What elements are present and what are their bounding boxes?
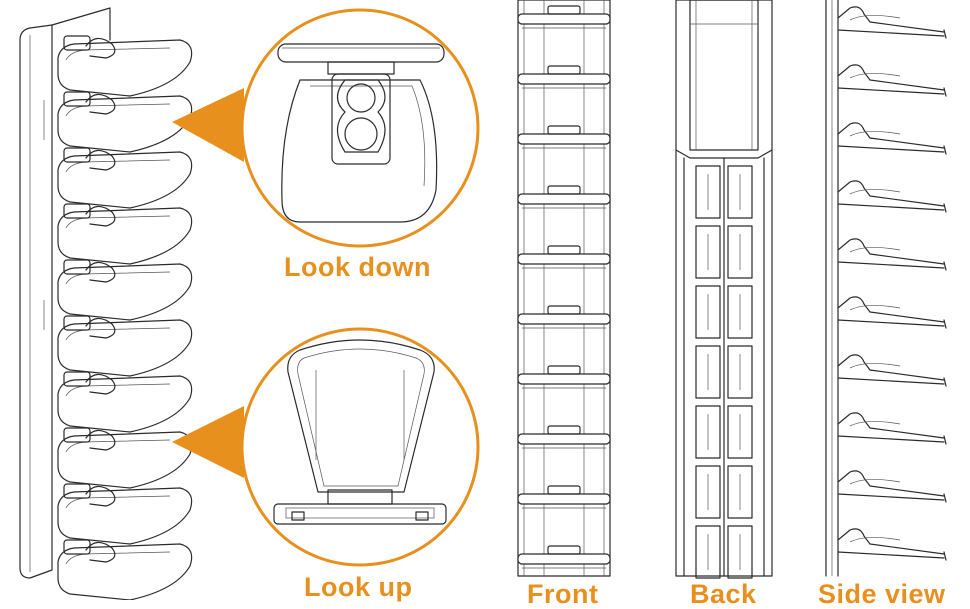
front-view-drawing [517, 0, 611, 577]
perspective-organizer-drawing [19, 7, 193, 600]
side-view-drawing [825, 0, 947, 577]
back-caption: Back [690, 579, 757, 609]
look-down-detail [240, 8, 480, 248]
side-view-caption: Side view [818, 579, 946, 609]
zoom-pointer-top [172, 88, 244, 162]
zoom-pointer-bottom [172, 406, 244, 478]
front-caption: Front [527, 579, 599, 609]
look-up-caption: Look up [304, 572, 413, 602]
back-view-drawing [675, 0, 773, 579]
look-down-caption: Look down [284, 252, 431, 282]
look-up-detail [240, 327, 480, 567]
